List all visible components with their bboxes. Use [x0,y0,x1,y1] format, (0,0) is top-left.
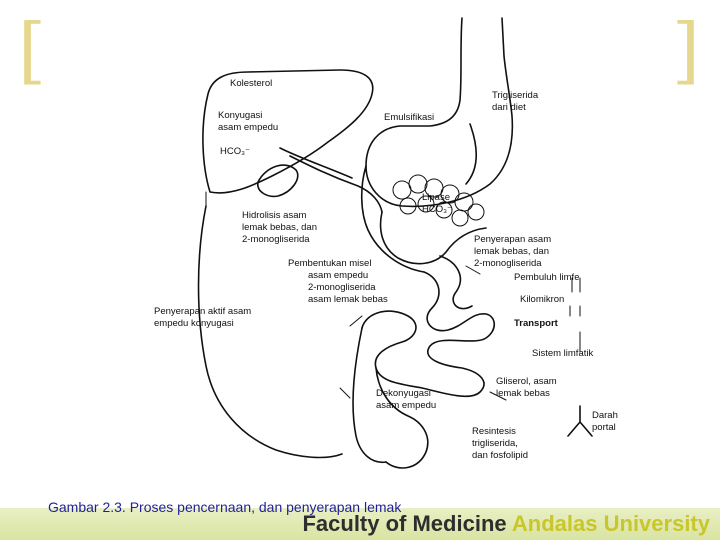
label-gliserol-2: lemak bebas [496,388,550,399]
label-penyerapan-aktif-1: Penyerapan aktif asam [154,306,251,317]
label-gliserol-1: Gliserol, asam [496,376,557,387]
label-transport: Transport [514,318,559,329]
footer-bar [0,508,720,540]
figure-caption: Gambar 2.3. Proses pencernaan, dan penye… [48,499,402,515]
liver-outline [202,69,374,194]
colon-outline [197,205,343,459]
stomach-outline [365,17,514,208]
label-resintesis-1: Resintesis [472,426,516,437]
label-pembuluh-limfe: Pembuluh limfe [514,272,579,283]
label-emulsifikasi: Emulsifikasi [384,112,434,123]
label-hco3: HCO₃⁻ [220,146,250,157]
label-dekonyugasi-1: Dekonyugasi [376,388,431,399]
label-penyerapan-asam-1: Penyerapan asam [474,234,551,245]
small-intestine [361,271,496,398]
gallbladder-outline [257,164,299,198]
footer-university: Andalas University [511,511,710,536]
label-hidrolisis-3: 2-monogliserida [242,234,310,245]
label-misel-2: asam empedu [308,270,368,281]
portal-vein [567,405,593,437]
label-hidrolisis-2: lemak bebas, dan [242,222,317,233]
pancreas [392,174,485,227]
label-trigliserida-2: dari diet [492,102,526,113]
label-resintesis-3: dan fosfolipid [472,450,528,461]
label-kilomikron: Kilomikron [520,294,564,305]
label-misel-4: asam lemak bebas [308,294,388,305]
label-konyugasi-2: asam empedu [218,122,278,133]
bile-duct [289,155,383,213]
label-dekonyugasi-2: asam empedu [376,400,436,411]
fat-digestion-diagram: Kolesterol Konyugasi asam empedu HCO₃⁻ E… [154,17,618,469]
label-darah-2: portal [592,422,616,433]
decorative-left-bracket: [ [18,8,47,92]
label-misel-3: 2-monogliserida [308,282,376,293]
duodenum-outline [379,211,487,265]
footer-branding: Faculty of Medicine Andalas University [302,511,710,537]
decorative-right-bracket: ] [671,8,700,92]
label-darah-1: Darah [592,410,618,421]
label-penyerapan-aktif-2: empedu konyugasi [154,318,234,329]
label-penyerapan-asam-2: lemak bebas, dan [474,246,549,257]
label-hidrolisis-1: Hidrolisis asam [242,210,306,221]
label-resintesis-2: trigliserida, [472,438,518,449]
label-lipase: Lipase [422,192,450,203]
label-trigliserida-1: Trigliserida [492,90,539,101]
label-misel-1: Pembentukan misel [288,258,371,269]
label-kolesterol: Kolesterol [230,78,272,89]
label-sistem-limfatik: Sistem limfatik [532,348,593,359]
footer-faculty: Faculty of Medicine [302,511,507,536]
label-penyerapan-asam-3: 2-monogliserida [474,258,542,269]
label-hco3-lipase: HCO₃⁻ [422,204,452,215]
label-konyugasi-1: Konyugasi [218,110,262,121]
